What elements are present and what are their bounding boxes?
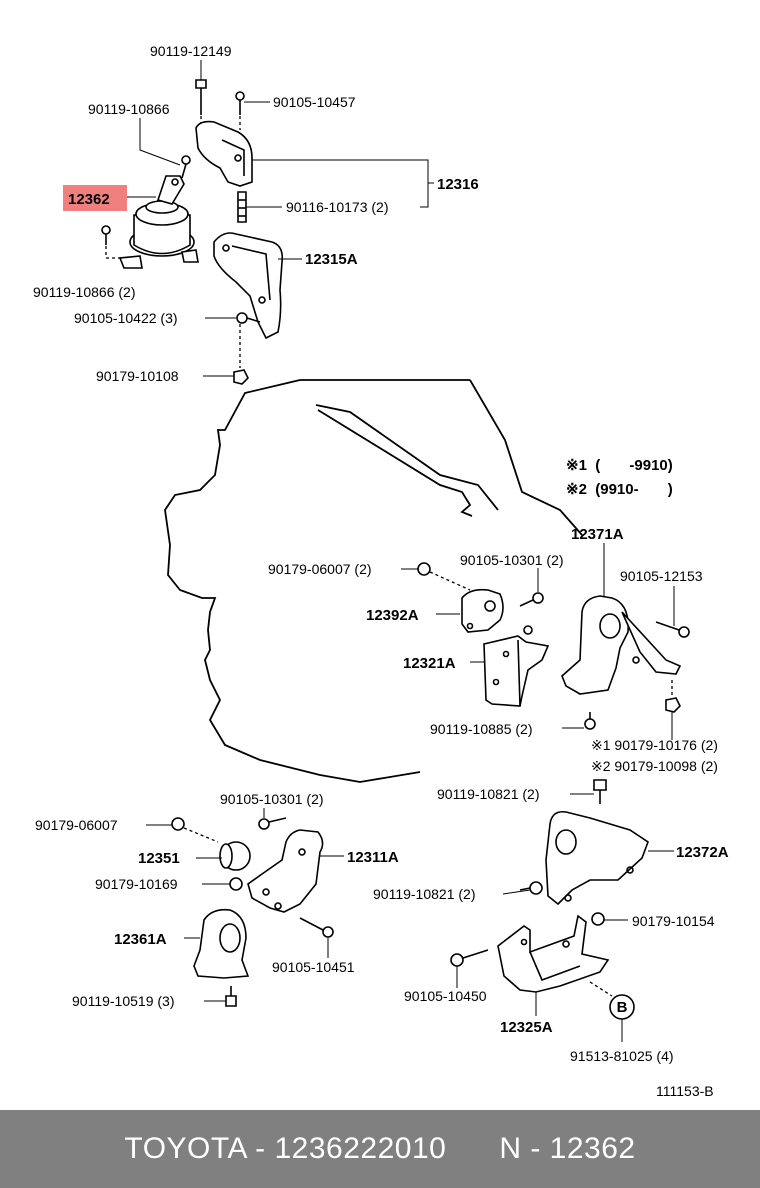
bolt-90119-10866-left [101, 225, 124, 259]
label-90119-10866[interactable]: 90119-10866 [88, 101, 170, 117]
engine-outline [164, 379, 583, 783]
label-90179-10154[interactable]: 90179-10154 [632, 913, 715, 929]
label-90119-10519[interactable]: 90119-10519 (3) [72, 993, 174, 1009]
label-90119-10866-2[interactable]: 90119-10866 (2) [33, 284, 135, 300]
parts-diagram: B [33, 43, 729, 1099]
nut-90179-10154 [591, 912, 605, 926]
nut-90179-10169 [229, 877, 243, 891]
label-12315A[interactable]: 12315A [305, 251, 358, 268]
bolt-90105-10451 [299, 917, 334, 938]
label-12321A[interactable]: 12321A [403, 655, 456, 672]
bracket-12315A [213, 232, 284, 340]
label-91513-81025[interactable]: 91513-81025 (4) [570, 1048, 674, 1064]
label-90119-12149[interactable]: 90119-12149 [150, 43, 232, 59]
bolt-90105-12153 [655, 621, 690, 638]
nut-90179-10108 [233, 369, 249, 385]
bolt-90105-10301-right [519, 592, 544, 607]
bolt-90119-10519 [225, 986, 237, 1007]
label-90116-10173[interactable]: 90116-10173 (2) [286, 199, 388, 215]
diagram-id: 111153-B [656, 1083, 714, 1099]
label-12372A[interactable]: 12372A [676, 844, 729, 861]
label-90119-10821-top[interactable]: 90119-10821 (2) [437, 786, 539, 802]
label-12362[interactable]: 12362 [68, 191, 110, 208]
insulator-12351 [219, 841, 251, 871]
nut-90179-10176 [665, 680, 681, 713]
label-12325A[interactable]: 12325A [500, 1019, 553, 1036]
bracket-12316 [195, 120, 253, 187]
label-90179-06007[interactable]: 90179-06007 [35, 817, 118, 833]
bolt-90119-10866-top [181, 155, 191, 179]
label-12311A[interactable]: 12311A [347, 849, 399, 866]
bolt-90105-10301-left [258, 817, 287, 830]
label-90105-10301-2-left[interactable]: 90105-10301 (2) [220, 791, 324, 807]
label-90105-10450[interactable]: 90105-10450 [404, 988, 487, 1004]
highlight-12362 [63, 185, 127, 211]
label-90105-12153[interactable]: 90105-12153 [620, 568, 703, 584]
bolt-90119-12149 [195, 79, 207, 132]
label-90119-10821-bottom[interactable]: 90119-10821 (2) [373, 886, 475, 902]
marker-b-label: B [617, 999, 628, 1016]
label-90105-10301-2-right[interactable]: 90105-10301 (2) [460, 552, 564, 568]
note-1: ※1 ( -9910) [566, 457, 673, 474]
label-12316[interactable]: 12316 [437, 176, 479, 193]
leader-lines [127, 60, 675, 1016]
label-90179-10108[interactable]: 90179-10108 [96, 368, 179, 384]
bracket-12321A [483, 625, 550, 707]
bracket-12311A [247, 829, 324, 913]
note-2: ※2 (9910- ) [566, 481, 673, 498]
bolt-90105-10422 [236, 312, 261, 368]
bolt-90119-10821-top [593, 779, 607, 804]
footer-part-info: TOYOTA - 1236222010 N - 12362 [124, 1132, 636, 1165]
label-12371A[interactable]: 12371A [571, 526, 624, 543]
bolt-90119-10885 [584, 712, 596, 730]
bolt-90105-10450 [450, 949, 489, 967]
bracket-12325A [497, 914, 613, 997]
mount-12361A [193, 908, 250, 979]
label-90105-10457[interactable]: 90105-10457 [273, 94, 356, 110]
engine-mount-12362 [118, 175, 199, 269]
bracket-12392A [461, 588, 504, 633]
marker-b: B [609, 994, 635, 1042]
stud-90116-10173 [237, 191, 247, 223]
label-90179-10176[interactable]: ※1 90179-10176 (2) [591, 737, 718, 753]
label-12361A[interactable]: 12361A [114, 931, 167, 948]
label-90105-10451[interactable]: 90105-10451 [272, 959, 355, 975]
bolt-90105-10457 [235, 91, 245, 130]
label-12392A[interactable]: 12392A [366, 607, 419, 624]
mount-12372A [545, 810, 649, 906]
label-12351[interactable]: 12351 [138, 850, 180, 867]
label-90119-10885[interactable]: 90119-10885 (2) [430, 721, 532, 737]
mount-12371A [561, 595, 682, 695]
nut-90179-06007-left [171, 817, 219, 843]
label-90179-06007-2[interactable]: 90179-06007 (2) [268, 561, 372, 577]
part-labels: 90119-12149 90105-10457 90119-10866 1236… [33, 43, 729, 1099]
label-90179-10098[interactable]: ※2 90179-10098 (2) [591, 758, 718, 774]
label-90105-10422[interactable]: 90105-10422 (3) [74, 310, 178, 326]
label-90179-10169[interactable]: 90179-10169 [95, 876, 178, 892]
footer-bar: TOYOTA - 1236222010 N - 12362 [0, 1110, 760, 1188]
bolt-90119-10821-bottom [519, 881, 543, 895]
